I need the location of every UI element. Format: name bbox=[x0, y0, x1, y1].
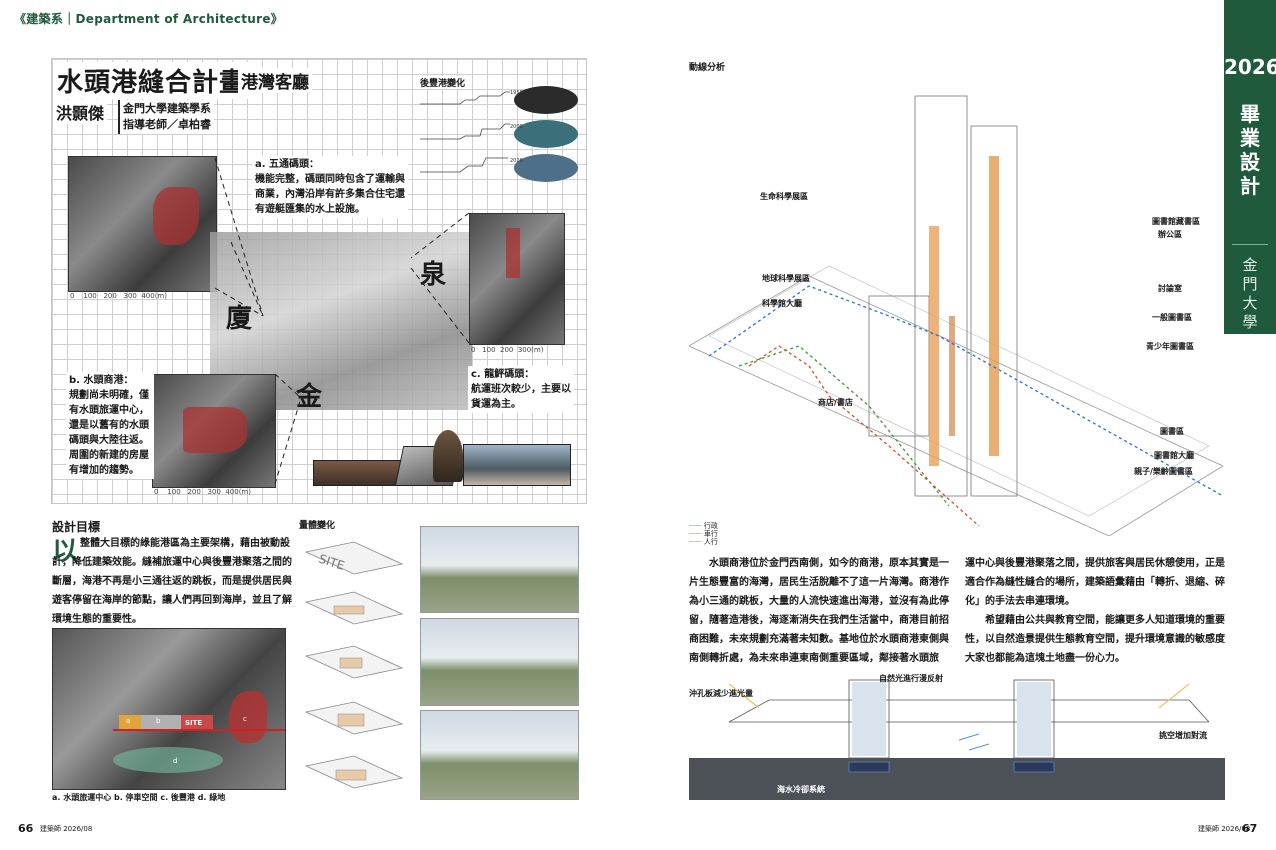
article-col-2: 運中心與後豐港聚落之間，提供旅客與居民休憩使用，正是適合作為縫性縫合的場所，建築… bbox=[965, 554, 1225, 668]
tab-title: 畢業設計 bbox=[1224, 102, 1276, 198]
site-plan-caption: a. 水頭旅運中心 b. 停車空間 c. 後豐港 d. 綠地 bbox=[52, 793, 226, 802]
scale-bar-c: 0 100 200 300(m) bbox=[471, 346, 544, 354]
timeline-diagram: 1958 2000 2026 bbox=[420, 86, 578, 182]
volume-heading: 量體變化 bbox=[299, 521, 336, 531]
note-wutong-pier: a. 五通碼頭： 機能完整，碼頭同時包含了運輸與商業，內灣沿岸有許多集合住宅還有… bbox=[252, 156, 408, 218]
page-number-left: 66 bbox=[18, 822, 34, 835]
timeline-year-3: 2026 bbox=[510, 158, 523, 164]
article-paragraph-2a: 運中心與後豐港聚落之間，提供旅客與居民休憩使用，正是適合作為縫性縫合的場所，建築… bbox=[965, 558, 1225, 607]
flow-label-books: 圖書區 bbox=[1160, 427, 1184, 436]
tab-school-text: 金門大學 bbox=[1242, 256, 1258, 331]
scale-bar-a: 0 100 200 300 400(m) bbox=[70, 292, 167, 300]
section-label-diffuse-light: 自然光進行漫反射 bbox=[879, 674, 943, 683]
aerial-photo-longfan bbox=[469, 213, 565, 345]
flow-label-life-science: 生命科學展區 bbox=[760, 192, 808, 201]
legend-pedestrian: ┈┈┈ 人行 bbox=[689, 538, 718, 546]
magazine-name-right: 建築師 2026/08 bbox=[1198, 825, 1251, 833]
page-number-right: 67 bbox=[1242, 822, 1258, 835]
poster-title: 水頭港縫合計畫 bbox=[53, 62, 251, 99]
render-exterior-1 bbox=[420, 526, 579, 613]
section-header: 《建築系｜Department of Architecture》 bbox=[14, 12, 284, 26]
flow-label-discussion: 討論室 bbox=[1158, 284, 1182, 293]
section-label-seawater-cooling: 海水冷卻系統 bbox=[777, 785, 825, 794]
site-map-site-label: SITE bbox=[185, 719, 203, 727]
legend-vehicle: ┈┈┈ 車行 bbox=[689, 530, 718, 538]
flow-label-science-lobby: 科學館大廳 bbox=[762, 299, 802, 308]
tab-school: 金門大學 bbox=[1224, 256, 1276, 332]
article-col-1: 水頭商港位於金門西南側，如今的商港，原本其實是一片生態豐富的海灣，居民生活脫離不… bbox=[689, 554, 953, 668]
article-paragraph-1: 水頭商港位於金門西南側，如今的商港，原本其實是一片生態豐富的海灣，居民生活脫離不… bbox=[689, 558, 949, 664]
site-tag-c: c bbox=[243, 715, 247, 723]
site-tag-a: a bbox=[126, 717, 131, 725]
render-exterior-2 bbox=[420, 618, 579, 706]
site-tag-d: d bbox=[173, 757, 178, 765]
flow-label-shop: 商店/書店 bbox=[818, 398, 853, 407]
design-goal-heading: 設計目標 bbox=[52, 520, 101, 534]
flow-label-general-books: 一般圖書區 bbox=[1152, 313, 1192, 322]
graduation-design-tab: 2026 畢業設計 金門大學 bbox=[1224, 0, 1276, 334]
poster-subtitle: 港灣客廳 bbox=[238, 68, 312, 93]
timeline-label: 後豐港變化 bbox=[418, 76, 468, 89]
design-goal-body: 整體大目標的綠能港區為主要架構，藉由被動設計，降低建築效能。縫補旅運中心與後豐港… bbox=[52, 538, 292, 625]
flow-axonometric bbox=[689, 95, 1223, 536]
volume-diagrams: SITE bbox=[304, 541, 404, 789]
note-longfan-pier: c. 龍鮃碼頭： 航運班次較少，主要以貨運為主。 bbox=[468, 366, 574, 413]
site-tag-b: b bbox=[156, 717, 161, 725]
section-label-atrium-convection: 挑空增加對流 bbox=[1159, 731, 1207, 740]
city-label-kinmen: 金 bbox=[296, 382, 323, 412]
aerial-photo-wutong bbox=[68, 156, 217, 292]
flow-label-stacks: 圖書館藏書區 bbox=[1152, 217, 1200, 226]
magazine-name-left: 建築師 2026/08 bbox=[40, 825, 93, 833]
flow-label-earth-science: 地球科學展區 bbox=[762, 274, 810, 283]
flow-label-family-books: 親子/樂齡圖書區 bbox=[1134, 467, 1193, 476]
advisor-name: 指導老師／卓柏睿 bbox=[123, 118, 211, 131]
section-label-perforated-panel: 沖孔板減少進光量 bbox=[689, 689, 753, 698]
render-interior bbox=[420, 710, 579, 800]
building-section: 自然光進行漫反射 沖孔板減少進光量 挑空增加對流 海水冷卻系統 bbox=[689, 660, 1225, 800]
timeline-year-1: 1958 bbox=[510, 90, 523, 96]
leader-lines bbox=[214, 157, 470, 485]
flow-label-teen-books: 青少年圖書區 bbox=[1146, 342, 1194, 351]
flow-label-office: 辦公區 bbox=[1158, 230, 1182, 239]
city-label-xiamen: 廈 bbox=[226, 304, 253, 334]
section-drawing bbox=[689, 679, 1225, 800]
tab-title-text: 畢業設計 bbox=[1240, 102, 1260, 198]
legend-admin: ┈┈┈ 行政 bbox=[689, 522, 718, 530]
design-goal-dropcap: 以 bbox=[52, 537, 79, 567]
tab-year: 2026 bbox=[1224, 55, 1276, 79]
timeline-year-2: 2000 bbox=[510, 124, 523, 130]
flow-label-library-lobby: 圖書館大廳 bbox=[1154, 451, 1194, 460]
school-name: 金門大學建築學系 bbox=[123, 102, 211, 115]
tab-divider bbox=[1232, 244, 1268, 245]
scale-bar-b: 0 100 200 300 400(m) bbox=[154, 488, 251, 496]
flow-analysis-heading: 動線分析 bbox=[689, 63, 726, 73]
aerial-photo-shuitou bbox=[152, 374, 276, 488]
port-collage bbox=[313, 430, 571, 486]
site-plan-map: a b c d SITE bbox=[52, 628, 286, 790]
author-affiliation: 金門大學建築學系 指導老師／卓柏睿 bbox=[118, 100, 214, 134]
note-shuitou-port: b. 水頭商港： 規劃尚未明確，僅有水頭旅運中心，還是以舊有的水頭碼頭與大陸往返… bbox=[66, 372, 154, 479]
article-paragraph-2b: 希望藉由公共與教育空間，能讓更多人知道環境的重要性，以自然造景提供生態教育空間，… bbox=[965, 615, 1225, 664]
author-name: 洪顥傑 bbox=[53, 100, 108, 124]
